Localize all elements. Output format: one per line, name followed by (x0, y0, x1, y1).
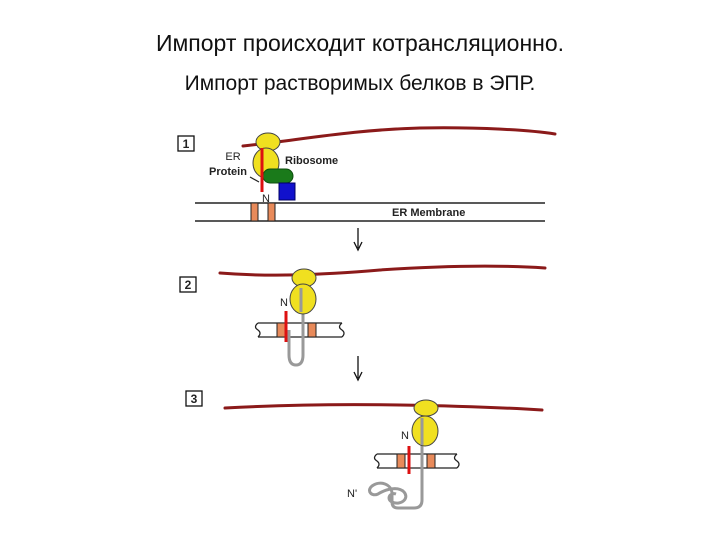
er-protein-label-line2: Protein (209, 166, 247, 178)
mrna-strand (218, 264, 547, 277)
slide-subtitle: Импорт растворимых белков в ЭПР. (184, 72, 536, 95)
er-membrane-label: ER Membrane (392, 207, 465, 219)
panel-3-n-terminus: N (401, 430, 409, 442)
panel-2-number-box (179, 276, 197, 293)
mrna-strand (223, 403, 544, 412)
translocon-left (250, 202, 259, 222)
panel-2-n-terminus: N (280, 297, 288, 309)
slide-title: Импорт происходит котрансляционно. (155, 30, 565, 56)
er-protein-pointer (249, 176, 260, 183)
panel-3-number: 3 (191, 392, 198, 406)
panel-1-n-terminus: N (262, 193, 270, 205)
ribosome-large-subunit (411, 415, 439, 447)
mrna-strand (241, 126, 557, 148)
translocon-right (307, 322, 317, 338)
panel-1: 1 ER Protein Ribosome N ER Membrane (177, 126, 557, 222)
ribosome-label: Ribosome (285, 155, 338, 167)
translocon-right (426, 453, 436, 469)
panel-1-number: 1 (183, 137, 190, 151)
step-arrow-1 (353, 228, 363, 252)
nascent-polypeptide (287, 296, 305, 367)
panel-3: 3 N N' (185, 390, 544, 510)
srp-receptor (278, 182, 296, 201)
panel-3-number-box (185, 390, 203, 407)
membrane-fragment-right-edge (453, 453, 460, 469)
panel-2-number: 2 (185, 278, 192, 292)
nascent-polypeptide (390, 428, 424, 510)
folding-protein (368, 481, 408, 505)
membrane-fragment-right-edge (338, 322, 345, 338)
er-protein-label-line1: ER (225, 151, 240, 163)
translocon-left (396, 453, 406, 469)
panel-1-number-box (177, 135, 195, 152)
membrane-fragment-left-edge (254, 322, 261, 338)
membrane-fragment-left-edge (373, 453, 380, 469)
translocon-left (276, 322, 286, 338)
srp-particle (262, 168, 294, 184)
panel-2: 2 N (179, 264, 547, 367)
translocon-right (267, 202, 276, 222)
panel-3-n-prime: N' (347, 488, 357, 500)
step-arrow-2 (353, 356, 363, 382)
ribosome-small-subunit (413, 399, 439, 417)
ribosome-large-subunit (289, 283, 317, 315)
